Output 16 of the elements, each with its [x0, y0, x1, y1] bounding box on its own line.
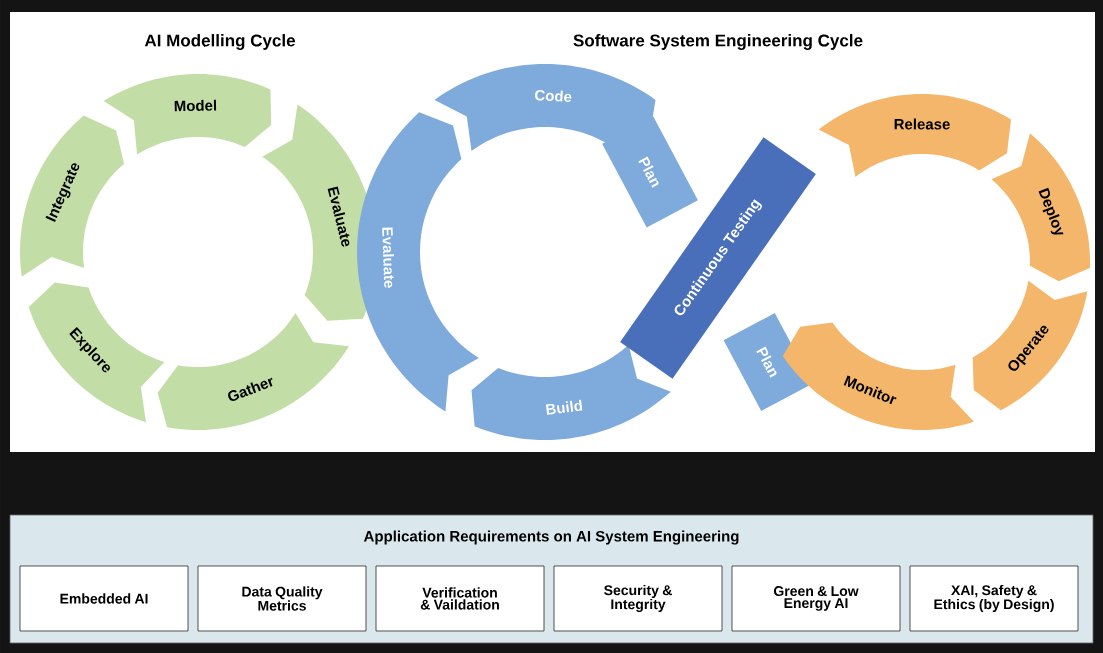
- cycle-title: Software System Engineering Cycle: [573, 34, 863, 50]
- cycle-title: AI Modelling Cycle: [144, 34, 295, 50]
- cycle-segment: Release: [818, 94, 1011, 177]
- cycle-segment: Code: [434, 64, 656, 151]
- cycle-segment: Evaluate: [357, 112, 479, 412]
- requirement-box: Security & Integrity: [553, 565, 723, 632]
- requirement-box: Data Quality Metrics: [197, 565, 367, 632]
- cycle-segment: Model: [103, 74, 272, 155]
- cycle-segment: Plan: [602, 116, 698, 228]
- cycle-segment: Build: [471, 344, 671, 440]
- node-label: Plan: [638, 156, 659, 188]
- requirement-box: Green & Low Energy AI: [731, 565, 901, 632]
- requirement-box: Embedded AI: [19, 565, 189, 632]
- requirement-box: XAI, Safety & Ethics (by Design): [909, 565, 1079, 632]
- cycle-segment: Gather: [157, 312, 349, 430]
- requirement-box: Verification & Vaildation: [375, 565, 545, 632]
